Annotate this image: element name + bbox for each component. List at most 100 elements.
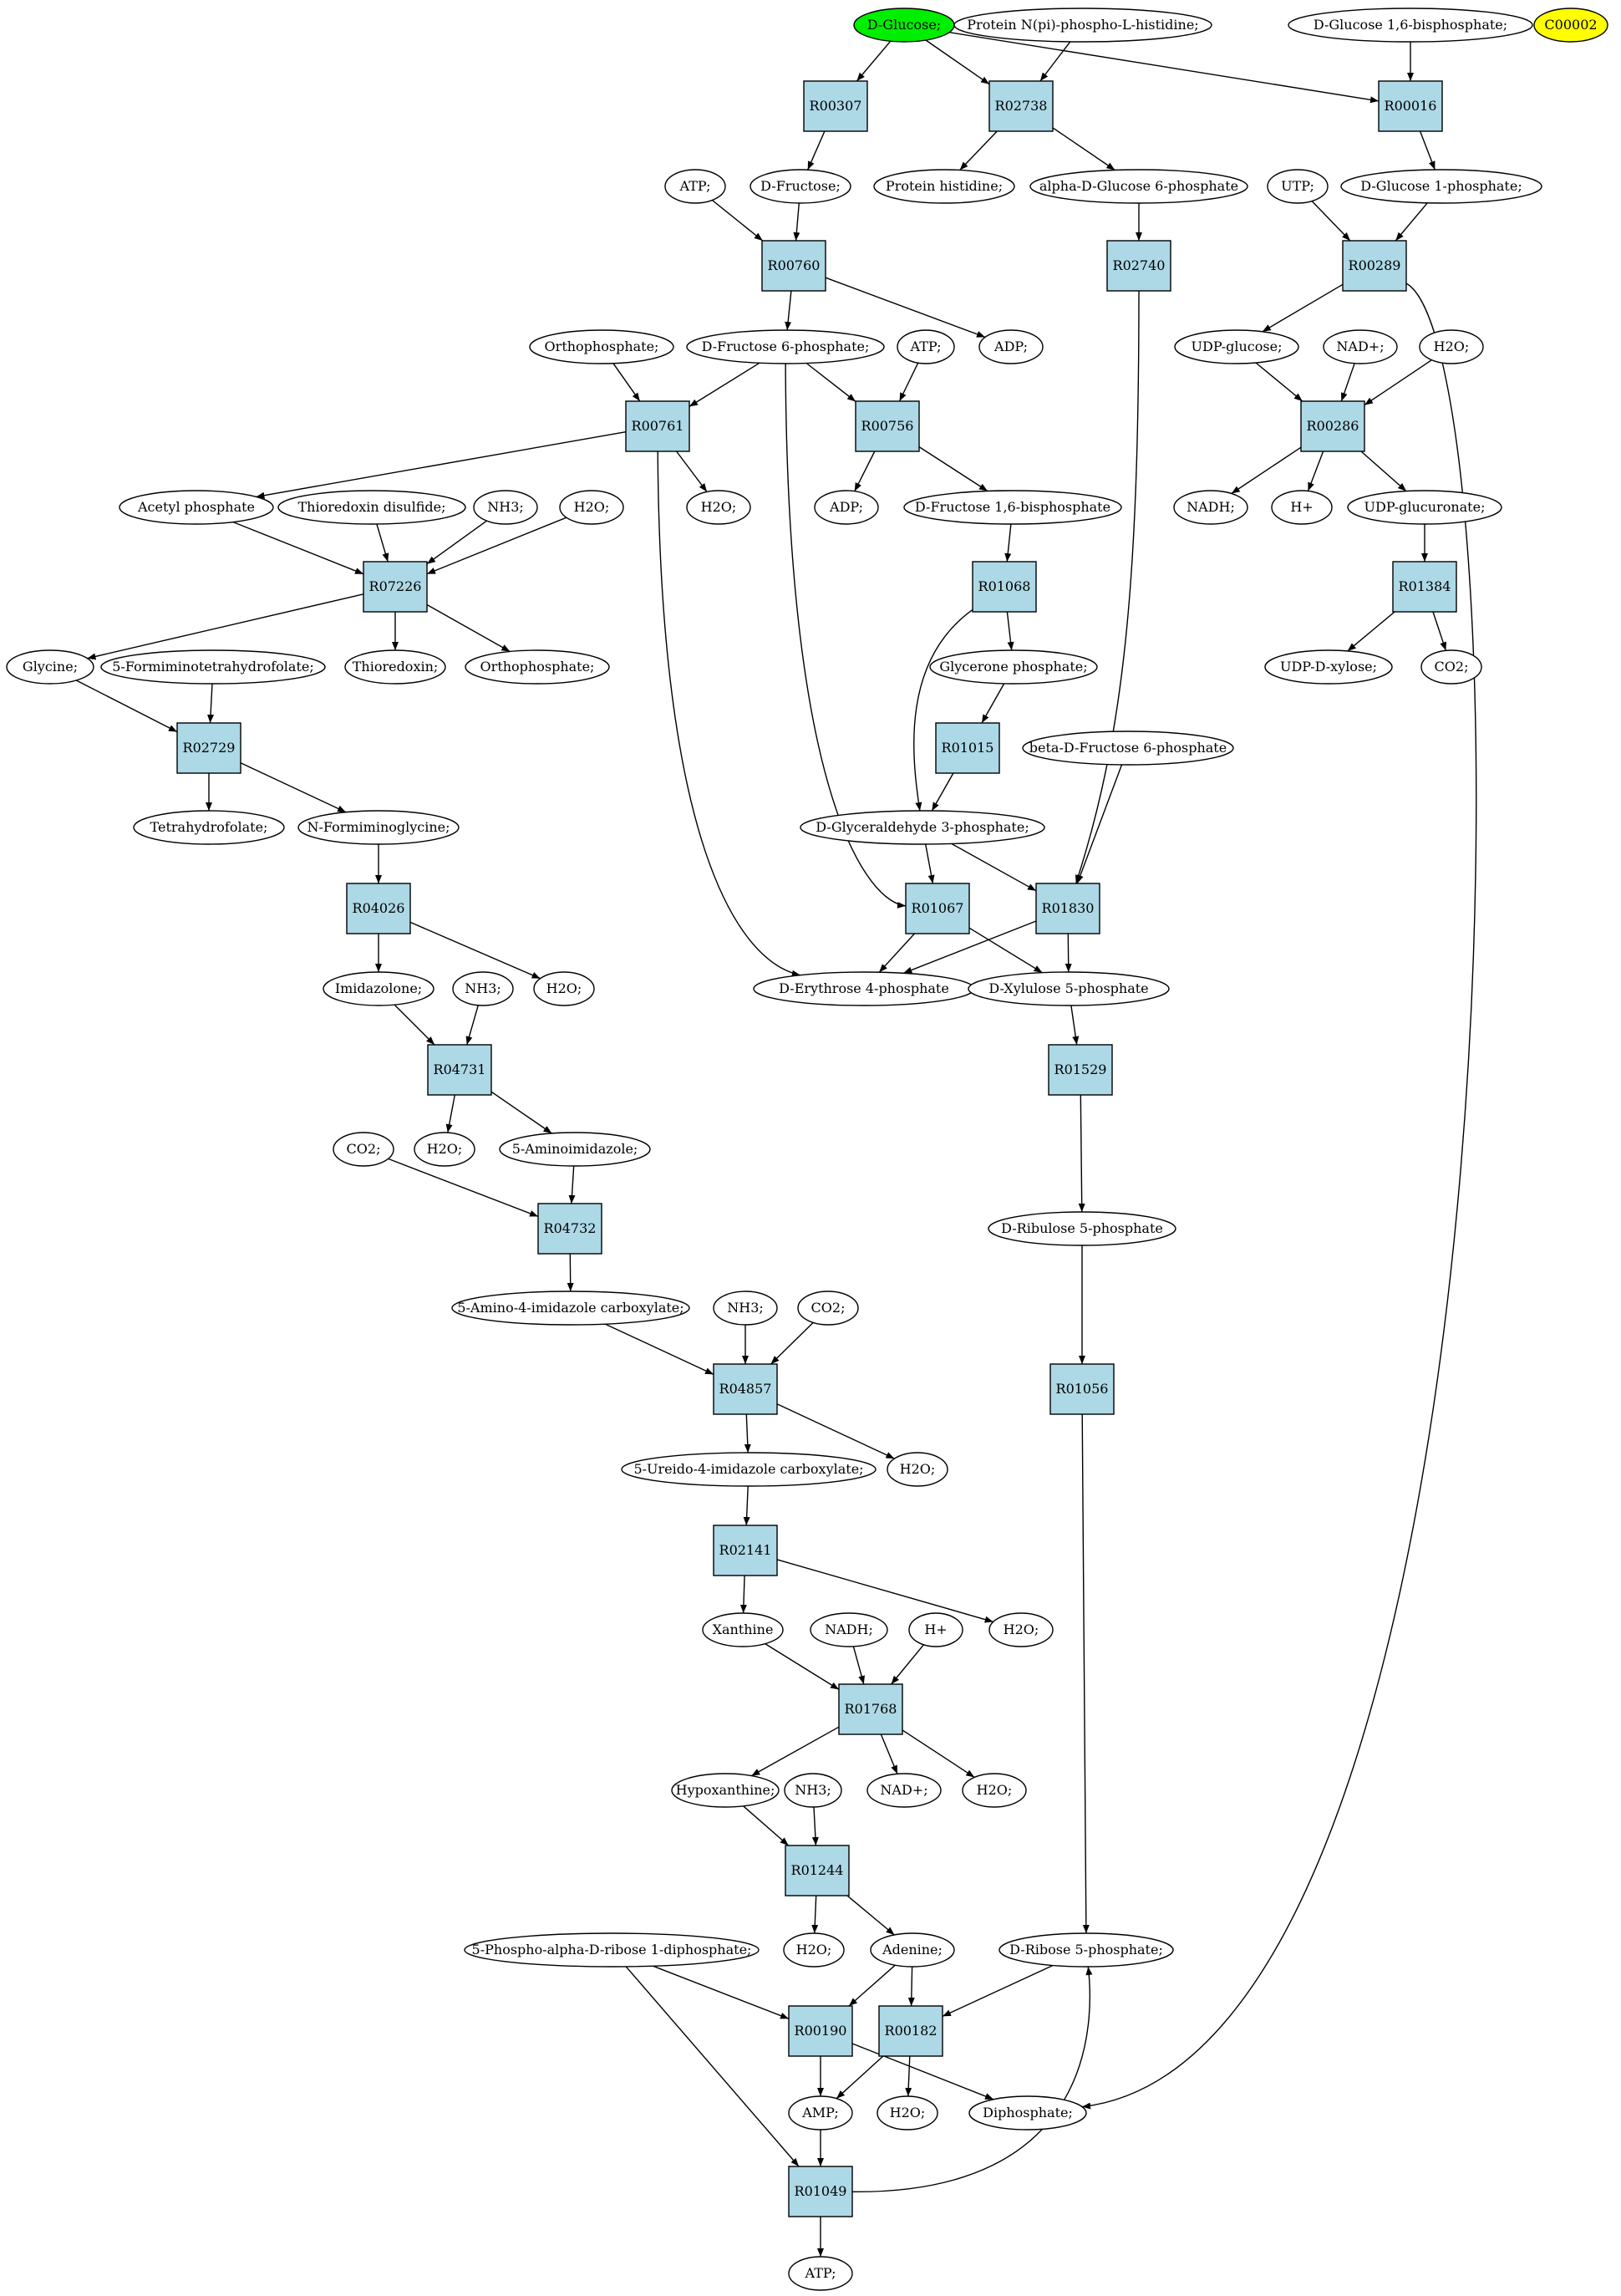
reaction-node[interactable]: R04732 (537, 1203, 602, 1255)
reaction-node[interactable]: R01049 (788, 2166, 853, 2217)
compound-node[interactable]: ADP; (978, 329, 1044, 364)
reaction-node[interactable]: R01768 (838, 1683, 903, 1735)
compound-node[interactable]: Acetyl phosphate (119, 490, 274, 525)
reaction-node[interactable]: R04026 (346, 883, 411, 934)
compound-node[interactable]: NAD+; (1323, 329, 1398, 364)
compound-node[interactable]: CO2; (1420, 649, 1482, 685)
compound-node[interactable]: H2O; (877, 2095, 938, 2131)
compound-node[interactable]: NH3; (713, 1291, 778, 1326)
reaction-node[interactable]: R00190 (788, 2005, 853, 2057)
compound-node[interactable]: H2O; (559, 490, 624, 525)
compound-node[interactable]: D-Xylulose 5-phosphate (968, 971, 1170, 1006)
reaction-node[interactable]: R00760 (761, 240, 826, 292)
compound-node[interactable]: D-Fructose; (750, 169, 851, 204)
reaction-label: R00307 (810, 98, 862, 114)
compound-node[interactable]: NH3; (784, 1773, 842, 1808)
compound-node[interactable]: D-Glucose; (853, 8, 955, 43)
compound-node[interactable]: UDP-D-xylose; (1264, 649, 1393, 685)
compound-node[interactable]: UDP-glucuronate; (1347, 490, 1502, 525)
compound-node[interactable]: Tetrahydrofolate; (133, 810, 285, 845)
compound-node[interactable]: ATP; (788, 2256, 853, 2291)
compound-node[interactable]: 5-Phospho-alpha-D-ribose 1-diphosphate; (464, 1932, 760, 1968)
compound-node[interactable]: 5-Ureido-4-imidazole carboxylate; (621, 1452, 877, 1487)
compound-node[interactable]: UDP-glucose; (1174, 329, 1299, 364)
compound-node[interactable]: H+ (908, 1612, 963, 1647)
compound-node[interactable]: Imidazolone; (323, 971, 434, 1006)
compound-node[interactable]: D-Glucose 1-phosphate; (1340, 169, 1542, 204)
compound-node[interactable]: H2O; (783, 1932, 845, 1968)
compound-node[interactable]: Orthophosphate; (529, 329, 674, 364)
compound-node[interactable]: H2O; (1419, 329, 1484, 364)
compound-node[interactable]: Protein histidine; (873, 169, 1015, 204)
reaction-node[interactable]: R01068 (972, 561, 1037, 613)
reaction-node[interactable]: R04857 (713, 1363, 778, 1415)
compound-node[interactable]: Orthophosphate; (465, 649, 610, 685)
compound-node[interactable]: NAD+; (866, 1773, 942, 1808)
compound-node[interactable]: N-Formiminoglycine; (297, 810, 460, 845)
reaction-node[interactable]: R02740 (1106, 240, 1171, 292)
reaction-node[interactable]: R02141 (713, 1525, 778, 1576)
reaction-node[interactable]: R02738 (988, 80, 1054, 132)
compound-node[interactable]: Xanthine (702, 1612, 784, 1647)
compound-node[interactable]: CO2; (333, 1132, 394, 1167)
compound-node[interactable]: NH3; (473, 490, 538, 525)
compound-node[interactable]: H2O; (988, 1612, 1054, 1647)
compound-node[interactable]: Adenine; (870, 1932, 955, 1968)
compound-node[interactable]: H2O; (533, 971, 595, 1006)
compound-node[interactable]: Protein N(pi)-phospho-L-histidine; (953, 8, 1212, 43)
compound-node[interactable]: UTP; (1267, 169, 1329, 204)
reaction-node[interactable]: R01015 (935, 722, 1000, 774)
reaction-node[interactable]: R01830 (1035, 883, 1100, 934)
compound-node[interactable]: ADP; (814, 490, 879, 525)
compound-node[interactable]: alpha-D-Glucose 6-phosphate (1029, 169, 1248, 204)
compound-node[interactable]: H2O; (414, 1132, 475, 1167)
compound-node[interactable]: D-Ribulose 5-phosphate (988, 1211, 1176, 1246)
reaction-node[interactable]: R00182 (878, 2005, 943, 2057)
compound-node[interactable]: NADH; (1173, 490, 1248, 525)
compound-node[interactable]: 5-Formiminotetrahydrofolate; (100, 649, 326, 685)
reaction-node[interactable]: R00286 (1300, 400, 1365, 452)
compound-node[interactable]: C00002 (1533, 8, 1608, 43)
reaction-node[interactable]: R00307 (803, 80, 868, 132)
reaction-node[interactable]: R01244 (785, 1845, 850, 1896)
compound-node[interactable]: Glycine; (6, 649, 94, 685)
compound-node[interactable]: D-Fructose 6-phosphate; (686, 329, 885, 364)
compound-node[interactable]: ATP; (897, 329, 955, 364)
compound-node[interactable]: D-Erythrose 4-phosphate (753, 971, 975, 1006)
reaction-node[interactable]: R01529 (1048, 1044, 1113, 1096)
reaction-node[interactable]: R01384 (1392, 561, 1457, 613)
reaction-node[interactable]: R01056 (1049, 1363, 1115, 1415)
compound-node[interactable]: Thioredoxin disulfide; (277, 490, 466, 525)
reaction-node[interactable]: R02729 (176, 722, 241, 774)
reaction-node[interactable]: R00756 (855, 400, 920, 452)
compound-node[interactable]: Thioredoxin; (344, 649, 446, 685)
reaction-node[interactable]: R07226 (363, 561, 428, 613)
compound-node[interactable]: beta-D-Fructose 6-phosphate (1022, 731, 1234, 766)
reaction-node[interactable]: R00016 (1378, 80, 1443, 132)
reaction-node[interactable]: R04731 (427, 1044, 492, 1096)
compound-node[interactable]: D-Ribose 5-phosphate; (999, 1932, 1174, 1968)
compound-node[interactable]: D-Fructose 1,6-bisphosphate (903, 490, 1122, 525)
reaction-node[interactable]: R00289 (1342, 240, 1407, 292)
compound-node[interactable]: H+ (1271, 490, 1333, 525)
compound-ellipse (908, 1612, 963, 1647)
compound-node[interactable]: 5-Aminoimidazole; (499, 1132, 651, 1167)
compound-node[interactable]: Glycerone phosphate; (929, 649, 1098, 685)
compound-ellipse (968, 971, 1170, 1006)
compound-node[interactable]: D-Glyceraldehyde 3-phosphate; (800, 810, 1045, 845)
compound-node[interactable]: H2O; (686, 490, 751, 525)
compound-node[interactable]: Diphosphate; (968, 2095, 1087, 2131)
compound-node[interactable]: NADH; (810, 1612, 888, 1647)
reaction-node[interactable]: R01067 (905, 883, 970, 934)
compound-node[interactable]: NH3; (452, 971, 514, 1006)
compound-node[interactable]: CO2; (797, 1291, 859, 1326)
compound-node[interactable]: 5-Amino-4-imidazole carboxylate; (451, 1291, 690, 1326)
compound-node[interactable]: H2O; (887, 1452, 948, 1487)
compound-node[interactable]: ATP; (664, 169, 726, 204)
reaction-label: R01049 (795, 2183, 847, 2199)
compound-node[interactable]: Hypoxanthine; (671, 1773, 780, 1808)
compound-node[interactable]: AMP; (788, 2095, 853, 2131)
reaction-node[interactable]: R00761 (625, 400, 690, 452)
compound-node[interactable]: D-Glucose 1,6-bisphosphate; (1288, 8, 1533, 43)
compound-node[interactable]: H2O; (962, 1773, 1027, 1808)
